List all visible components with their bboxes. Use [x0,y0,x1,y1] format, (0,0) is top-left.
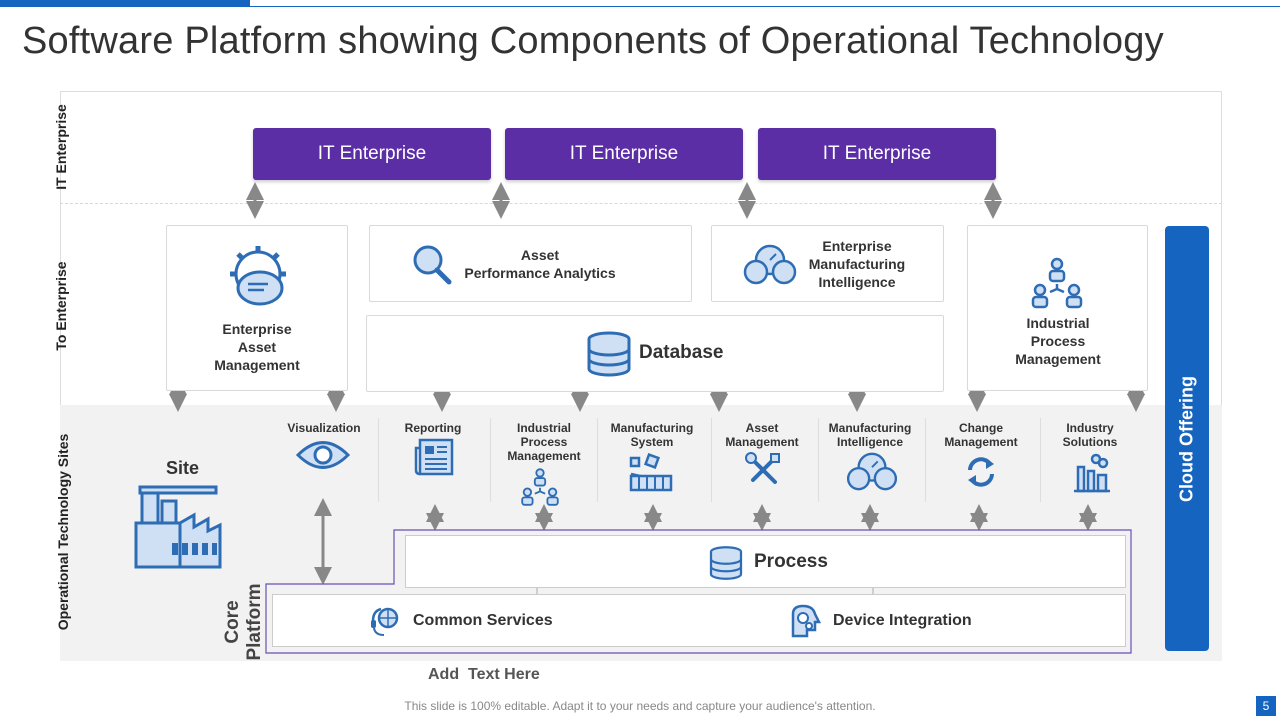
label-asset-performance-analytics: Asset Performance Analytics [464,247,616,281]
gauges-icon [846,452,898,491]
database-icon [709,546,743,580]
factory-icon [134,485,222,569]
ot-item-label-manufacturing-system: Manufacturing System [610,421,694,449]
card-database: Database [366,315,944,392]
ot-item-label-change-management: Change Management [944,421,1018,449]
it-enterprise-box-3: IT Enterprise [758,128,996,180]
process-box: Process [405,535,1126,588]
ot-separator [378,418,379,502]
magnifier-icon [413,245,452,285]
label-common-services: Common Services [413,612,553,629]
page-number: 5 [1256,696,1276,716]
ot-separator [490,418,491,502]
ot-item-label-industrial-process-management: Industrial Process Management [507,421,581,463]
factory-smoke-icon [1074,453,1110,493]
label-industrial-process-management: Industrial Process Management [1015,315,1101,367]
top-accent-bar [0,0,1280,9]
label-enterprise-manufacturing-intelligence: Enterprise Manufacturing Intelligence [808,238,906,290]
ot-item-label-reporting: Reporting [404,421,462,435]
ot-separator [925,418,926,502]
cloud-offering-label: Cloud Offering [1176,375,1197,502]
card-industrial-process-management: Industrial Process Management [967,225,1148,391]
label-database: Database [639,342,724,363]
page-title: Software Platform showing Components of … [22,20,1164,62]
card-enterprise-manufacturing-intelligence: Enterprise Manufacturing Intelligence [711,225,944,302]
tools-icon [745,452,780,484]
ot-separator [597,418,598,502]
cloud-offering-bar: Cloud Offering [1165,226,1209,651]
database-icon [587,331,631,377]
headset-globe-icon [371,607,399,636]
ot-separator [818,418,819,502]
footer-note: This slide is 100% editable. Adapt it to… [404,699,876,713]
eye-icon [296,441,350,469]
ot-item-label-industry-solutions: Industry Solutions [1062,421,1118,449]
card-asset-performance-analytics: Asset Performance Analytics [369,225,692,302]
core-services-box: Common Services Device Integration [272,594,1126,647]
it-enterprise-box-1: IT Enterprise [253,128,491,180]
refresh-icon [968,457,994,487]
people-hierarchy-icon [1031,257,1083,309]
report-icon [414,438,454,476]
it-enterprise-box-2: IT Enterprise [505,128,743,180]
ot-separator [1040,418,1041,502]
card-enterprise-asset-management: Enterprise Asset Management [166,225,348,391]
conveyor-icon [629,452,673,492]
it-enterprise-row [60,91,1222,204]
label-enterprise-asset-management: Enterprise Asset Management [214,321,300,373]
site-label: Site [166,458,200,478]
label-process: Process [754,551,828,572]
ot-item-label-manufacturing-intelligence: Manufacturing Intelligence [828,421,912,449]
gear-chat-icon [230,246,286,306]
core-platform-label: Core Platform [222,583,265,661]
ot-item-label-visualization: Visualization [287,421,361,435]
ot-item-label-asset-management: Asset Management [725,421,799,449]
gauges-icon [743,244,797,285]
label-device-integration: Device Integration [833,612,972,629]
gear-head-icon [791,604,822,638]
people-hierarchy-icon [521,468,559,506]
ot-separator [711,418,712,502]
add-text-placeholder[interactable]: Add Text Here [428,666,540,683]
